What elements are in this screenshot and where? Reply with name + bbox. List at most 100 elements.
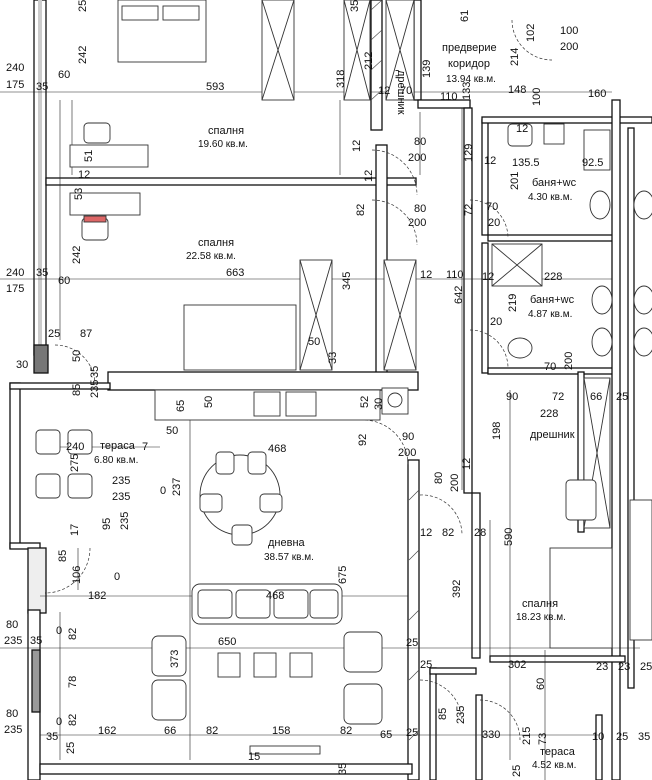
dim: 25 [616, 731, 628, 743]
dimension-lines [0, 91, 640, 780]
dim: 0 [114, 571, 120, 583]
dim: 50 [166, 425, 178, 437]
dim: 12 [484, 155, 496, 167]
dim: 70 [544, 361, 556, 373]
dim: 50 [203, 396, 215, 408]
dim: 182 [88, 590, 106, 602]
dim: 158 [272, 725, 290, 737]
dim: 100 [560, 25, 578, 37]
terrace2-area: 4.52 кв.м. [532, 760, 576, 771]
dim: 12 [420, 527, 432, 539]
dim: 25 [511, 765, 523, 777]
dim: 78 [67, 676, 79, 688]
terrace1-name: тераса [100, 440, 136, 452]
bath2-name: баня+wc [530, 294, 575, 306]
bath1-toilet [589, 190, 611, 220]
bedroom3-area: 18.23 кв.м. [516, 612, 566, 623]
dim: 228 [544, 271, 562, 283]
dim: 80 [414, 136, 426, 148]
dim: 25 [65, 742, 77, 754]
dim: 345 [341, 272, 353, 290]
living-area: 38.57 кв.м. [264, 552, 314, 563]
dim: 110 [440, 91, 458, 103]
dim: 23 [596, 661, 608, 673]
dim: 33 [327, 352, 339, 364]
tv-unit [249, 745, 321, 755]
dim: 200 [408, 152, 426, 164]
dim: 80 [6, 619, 18, 631]
dim: 593 [206, 81, 224, 93]
walls [9, 0, 652, 780]
dim: 235 [112, 475, 130, 487]
dim: 80 [433, 472, 445, 484]
dim: 52 [359, 396, 371, 408]
dim: 90 [402, 431, 414, 443]
dim: 25 [77, 0, 89, 12]
closet-top-name: дрешник [395, 70, 407, 115]
dim: 12 [363, 170, 375, 182]
door-swings [44, 19, 553, 741]
dim: 219 [507, 294, 519, 312]
dim: 82 [206, 725, 218, 737]
dim: 70 [400, 85, 412, 97]
dim: 237 [171, 478, 183, 496]
dim: 235 [455, 706, 467, 724]
dim: 175 [6, 283, 24, 295]
dim: 240 [66, 441, 84, 453]
dim: 53 [73, 188, 85, 200]
dim: 235 [4, 635, 22, 647]
dim: 80 [414, 203, 426, 215]
bedroom2-name: спалня [198, 237, 234, 249]
dim: 12 [482, 271, 494, 283]
dim: 302 [508, 659, 526, 671]
dim: 82 [355, 204, 367, 216]
dim: 20 [488, 217, 500, 229]
dim: 663 [226, 267, 244, 279]
dim: 25 [420, 659, 432, 671]
dim: 200 [408, 217, 426, 229]
dim: 200 [398, 447, 416, 459]
dim: 25 [406, 727, 418, 739]
dim: 35 [89, 366, 101, 378]
dim: 0 [56, 625, 62, 637]
living-name: дневна [268, 537, 306, 549]
bedroom3-name: спалня [522, 598, 558, 610]
coffee-table-1 [217, 652, 241, 678]
dim: 12 [516, 123, 528, 135]
dim: 25 [406, 637, 418, 649]
dim: 73 [537, 733, 549, 745]
bed-3 [549, 547, 613, 649]
dim: 110 [446, 269, 464, 281]
bath1-sink [507, 123, 533, 147]
dim: 106 [71, 566, 83, 584]
armchair-1 [151, 635, 187, 677]
dim: 330 [482, 729, 500, 741]
dim: 66 [164, 725, 176, 737]
dim: 87 [80, 328, 92, 340]
dim: 275 [69, 454, 81, 472]
dim: 66 [590, 391, 602, 403]
dim: 35 [36, 267, 48, 279]
dim: 85 [437, 708, 449, 720]
dim: 129 [463, 144, 475, 162]
dim: 139 [421, 60, 433, 78]
dim: 650 [218, 636, 236, 648]
dim: 235 [119, 512, 131, 530]
dim: 12 [420, 269, 432, 281]
dim: 85 [57, 550, 69, 562]
dim: 7 [142, 441, 148, 453]
dim: 12 [78, 169, 90, 181]
dim: 17 [69, 524, 81, 536]
dim: 148 [508, 84, 526, 96]
bedroom1-area: 19.60 кв.м. [198, 139, 248, 150]
furniture [35, 0, 652, 755]
dim: 85 [71, 384, 83, 396]
dim: 102 [525, 24, 537, 42]
dim: 30 [16, 359, 28, 371]
sink [253, 391, 281, 417]
bath1-name: баня+wc [532, 177, 577, 189]
dim: 0 [56, 716, 62, 728]
dim: 242 [77, 46, 89, 64]
dim: 228 [540, 408, 558, 420]
hall-area: 13.94 кв.м. [446, 74, 496, 85]
